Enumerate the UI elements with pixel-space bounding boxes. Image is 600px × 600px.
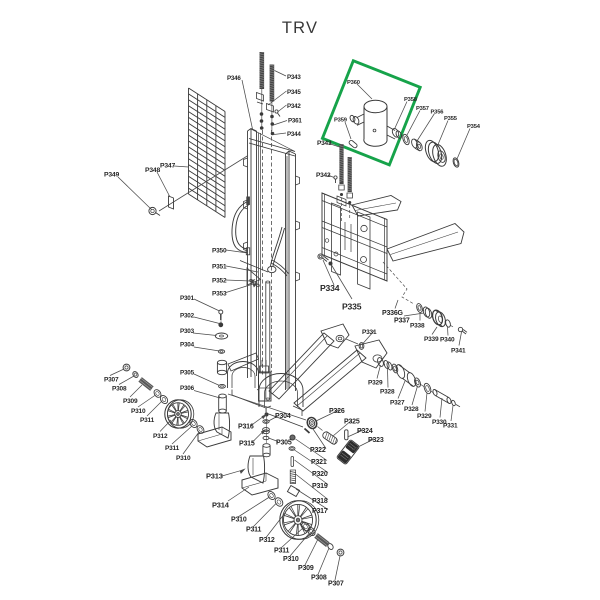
svg-text:P309: P309: [123, 398, 138, 405]
svg-text:P354: P354: [467, 124, 481, 130]
svg-text:P326: P326: [329, 408, 345, 415]
svg-text:P311: P311: [165, 445, 180, 452]
svg-text:P331: P331: [362, 329, 377, 336]
svg-text:P307: P307: [104, 377, 119, 384]
svg-text:P327: P327: [390, 400, 405, 407]
svg-text:P320: P320: [312, 471, 328, 478]
svg-text:P322: P322: [310, 447, 326, 454]
svg-text:P342: P342: [316, 172, 331, 179]
svg-text:P310: P310: [231, 517, 247, 524]
svg-text:P312: P312: [153, 433, 168, 440]
svg-text:P341: P341: [451, 348, 466, 355]
svg-text:P334: P334: [320, 283, 340, 293]
svg-text:P353: P353: [212, 291, 227, 298]
svg-text:P317: P317: [312, 508, 328, 515]
svg-text:TRV: TRV: [282, 19, 318, 37]
svg-text:P314: P314: [212, 501, 230, 510]
svg-text:P303: P303: [180, 328, 195, 335]
svg-text:P350: P350: [212, 248, 227, 255]
svg-text:P313: P313: [206, 472, 223, 481]
svg-text:P325: P325: [344, 419, 360, 426]
svg-text:P306: P306: [180, 385, 195, 392]
svg-text:P345: P345: [287, 89, 301, 96]
svg-text:P360: P360: [347, 80, 360, 86]
svg-text:P311: P311: [274, 548, 289, 555]
svg-text:P305: P305: [276, 440, 292, 447]
svg-text:P328: P328: [404, 406, 419, 413]
svg-text:P351: P351: [212, 264, 227, 271]
svg-text:P315: P315: [239, 441, 255, 448]
svg-text:P342: P342: [287, 103, 301, 110]
svg-text:P305: P305: [180, 370, 195, 377]
svg-text:P349: P349: [104, 172, 119, 179]
svg-text:P359: P359: [334, 118, 348, 124]
svg-text:P311: P311: [140, 417, 155, 424]
svg-text:P338: P338: [410, 323, 425, 330]
svg-text:P361: P361: [288, 118, 302, 125]
svg-text:P339: P339: [424, 336, 439, 343]
svg-text:P319: P319: [312, 483, 328, 490]
svg-text:P347: P347: [160, 163, 175, 170]
svg-text:P310: P310: [283, 556, 299, 563]
svg-text:P323: P323: [368, 437, 384, 444]
svg-text:P328: P328: [380, 389, 395, 396]
svg-text:P337: P337: [394, 318, 410, 325]
svg-text:P336G: P336G: [382, 310, 404, 317]
svg-text:P343: P343: [287, 74, 301, 81]
svg-text:P335: P335: [342, 302, 362, 312]
svg-text:P310: P310: [176, 455, 191, 462]
svg-text:P316: P316: [238, 424, 254, 431]
svg-text:P358: P358: [404, 97, 418, 103]
svg-text:P346: P346: [227, 75, 241, 82]
svg-text:P343: P343: [317, 140, 332, 147]
svg-text:P324: P324: [357, 428, 373, 435]
svg-text:P304: P304: [180, 342, 195, 349]
svg-text:P301: P301: [180, 295, 195, 302]
svg-text:P352: P352: [212, 278, 227, 285]
svg-text:P348: P348: [145, 167, 160, 174]
svg-text:P308: P308: [311, 575, 327, 582]
svg-text:P312: P312: [259, 537, 275, 544]
svg-text:P308: P308: [112, 386, 127, 393]
svg-text:P329: P329: [368, 380, 383, 387]
svg-text:P331: P331: [443, 423, 458, 430]
svg-text:P307: P307: [328, 581, 344, 588]
svg-text:P356: P356: [431, 110, 445, 116]
svg-text:P344: P344: [287, 131, 301, 138]
svg-text:P340: P340: [440, 337, 455, 344]
svg-text:P355: P355: [444, 116, 458, 122]
svg-text:P330: P330: [432, 419, 447, 426]
svg-text:P304: P304: [275, 413, 291, 420]
svg-text:P321: P321: [311, 459, 327, 466]
svg-text:P318: P318: [312, 498, 328, 505]
svg-text:P302: P302: [180, 313, 195, 320]
svg-text:P329: P329: [417, 413, 432, 420]
svg-text:P357: P357: [416, 106, 429, 112]
svg-text:P310: P310: [131, 408, 146, 415]
svg-text:P311: P311: [246, 527, 261, 534]
svg-text:P309: P309: [298, 565, 314, 572]
